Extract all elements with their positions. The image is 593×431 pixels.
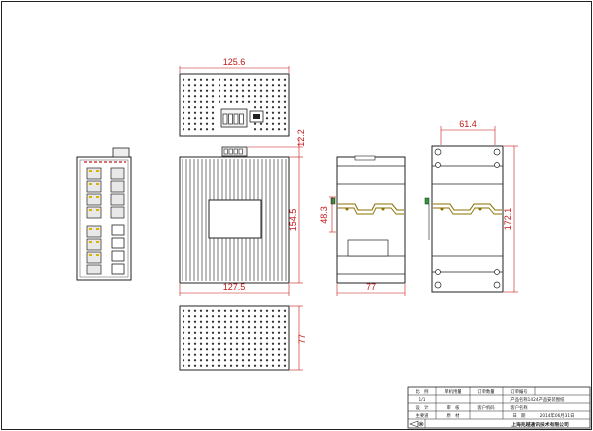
tb-design-label: 设 计 <box>416 404 430 411</box>
title-block: 比 例 单机用量 订单数量 订单编号 1/1 1424产品安装图纸 产品名称 设… <box>407 386 591 429</box>
bottom-view: 77 <box>179 305 307 371</box>
tb-product-name-label: 产品名称 <box>510 396 528 403</box>
dim-terminal-height: 12.2 <box>296 129 306 147</box>
dim-side-left-width: 77 <box>366 282 376 292</box>
tb-date-label: 日 期 <box>513 413 526 419</box>
tb-drawing-title: 1424产品安装图纸 <box>528 396 565 403</box>
top-view-terminal-screws <box>222 113 244 125</box>
front-view: 127.5 154.5 12.2 <box>179 129 306 296</box>
side-view-din-left: 48.3 77 <box>319 155 406 296</box>
top-view-vents-left <box>183 77 216 133</box>
dim-top-width: 125.6 <box>223 57 246 67</box>
dim-side-right-width: 61.4 <box>459 119 477 129</box>
top-view-vents-center <box>219 77 251 105</box>
dim-bottom-depth: 77 <box>297 334 307 344</box>
tb-scale-value: 1/1 <box>419 397 426 403</box>
tb-company: 上海兆越通讯技术有限公司 <box>511 421 569 428</box>
dim-front-width: 127.5 <box>223 282 246 292</box>
sfp-ports <box>111 224 125 275</box>
port-side-terminal <box>112 147 130 158</box>
tb-order-qty-label: 订单数量 <box>477 388 495 395</box>
dim-side-left-height: 48.3 <box>319 206 329 224</box>
tb-approve-label: 原 材 <box>447 412 461 419</box>
tb-date-value: 2014年06月31日 <box>540 412 575 419</box>
dim-front-height: 154.5 <box>288 209 298 232</box>
din-rail-clip-left <box>338 203 404 211</box>
side-view-din-right: 61.4 172.1 <box>424 119 518 293</box>
projection-symbol-icon <box>409 420 424 428</box>
tb-check-label: 审 核 <box>447 404 461 411</box>
bottom-view-vents <box>183 309 286 367</box>
mounting-holes <box>434 148 501 289</box>
top-view: 125.6 <box>179 57 290 137</box>
side-right-body <box>431 145 504 293</box>
front-label-window <box>208 199 262 239</box>
rj45-ports-left-column <box>86 167 102 275</box>
din-rail-clip-right <box>433 203 502 211</box>
tb-customer-name-label: 客户名称 <box>510 404 528 411</box>
tb-unit-label: 单机用量 <box>444 388 462 395</box>
tb-customer-code-label: 客户机码 <box>477 404 495 411</box>
rj45-ports-right-column <box>110 167 125 219</box>
port-side-view <box>76 147 132 281</box>
tb-order-no-label: 订单编号 <box>510 388 527 395</box>
tb-scale-label: 比 例 <box>416 388 429 395</box>
din-mount-screw-left <box>330 197 336 205</box>
tb-drafter-label: 主要道 <box>416 412 430 419</box>
din-mount-screw-right <box>424 197 430 205</box>
top-view-vents-right <box>254 77 286 133</box>
side-left-body <box>336 156 406 284</box>
dim-side-right-height: 172.1 <box>503 208 513 231</box>
rj45-port-leds <box>89 170 99 256</box>
